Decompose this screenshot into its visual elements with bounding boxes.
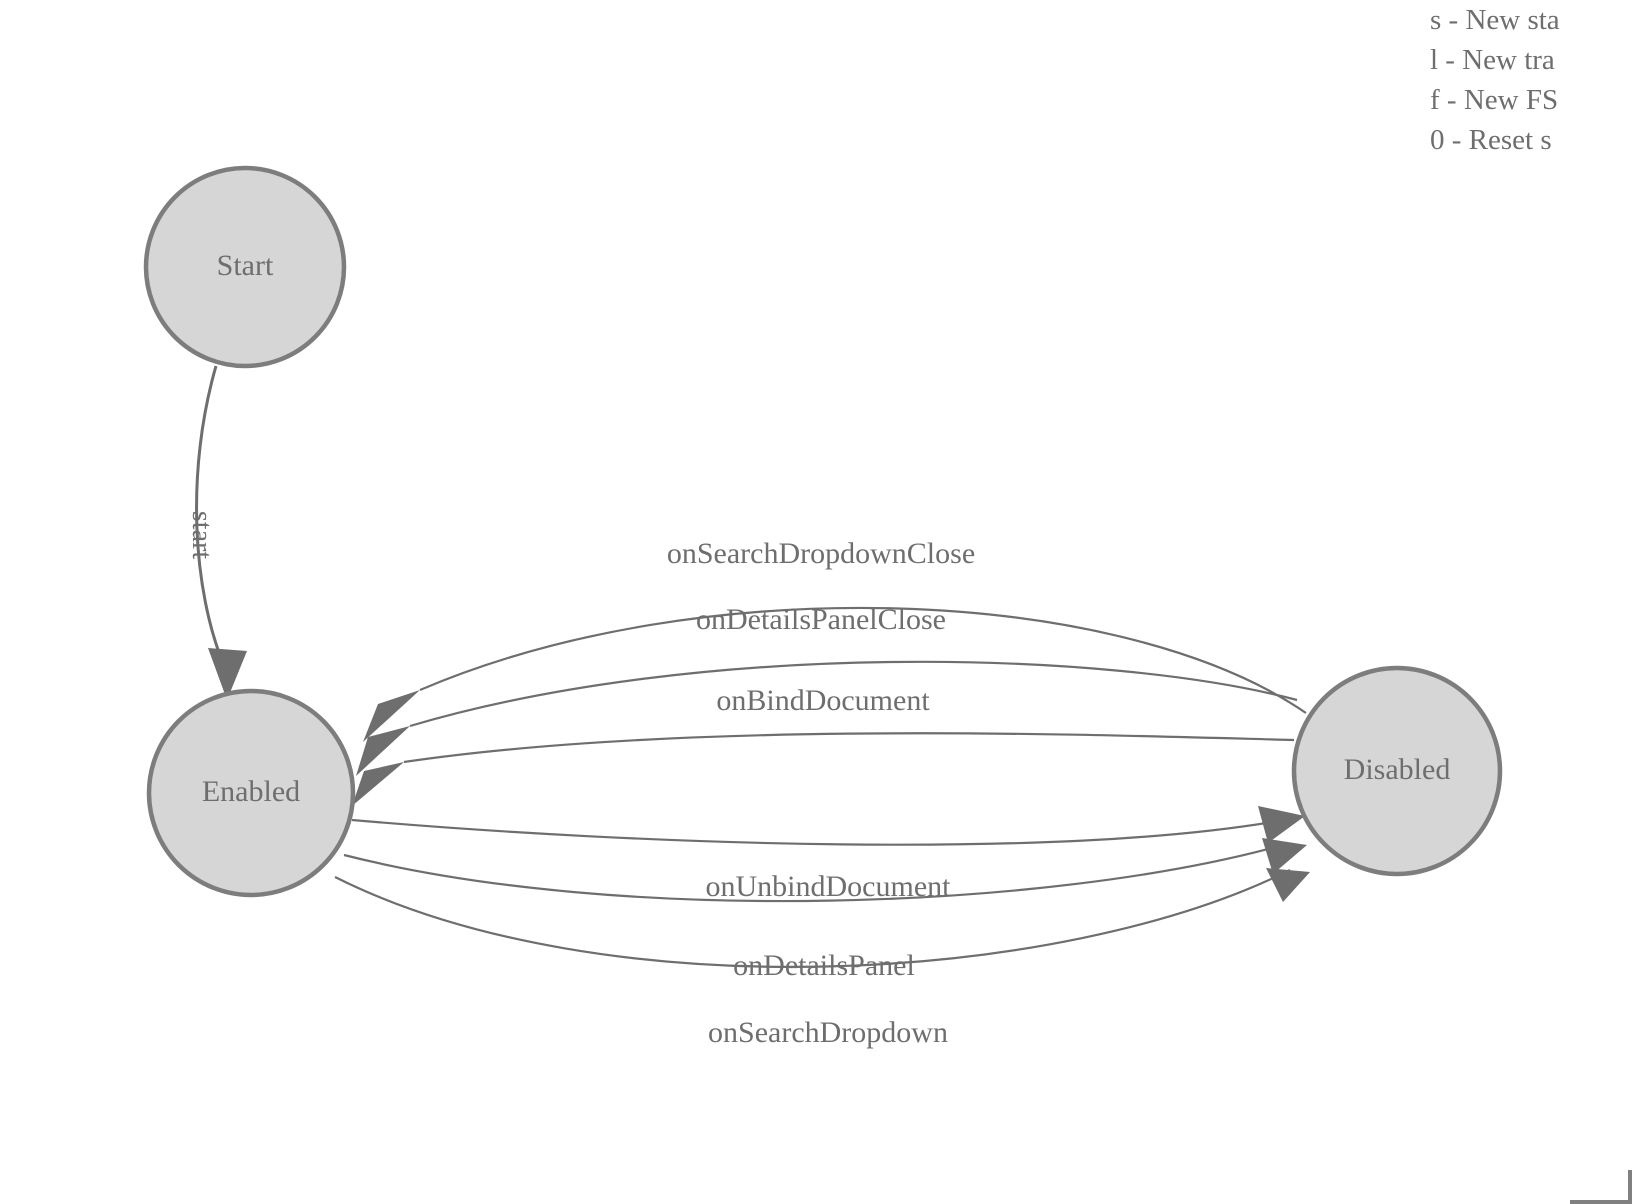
arrow-head-on-details-panel [1262,838,1307,874]
edge-group-enabled-to-disabled [334,818,1291,968]
arrow-heads-into-disabled [1258,806,1310,902]
edge-label-on-search-dropdown-close: onSearchDropdownClose [667,537,975,570]
node-disabled-circle[interactable] [1291,665,1503,877]
edge-path-on-details-panel-close[interactable] [409,660,1298,728]
edge-label-on-unbind-document: onUnbindDocument [706,870,952,903]
resize-handle[interactable] [1570,1170,1632,1204]
node-start-label: Start [217,249,274,282]
edge-path-on-details-panel[interactable] [343,843,1284,903]
edge-group-disabled-to-enabled [403,606,1307,764]
edge-label-on-search-dropdown: onSearchDropdown [708,1016,948,1049]
edge-path-on-search-dropdown-close[interactable] [419,606,1307,714]
node-start-circle[interactable] [143,165,347,369]
edge-path-start[interactable] [195,365,227,669]
node-enabled-circle[interactable] [146,688,356,898]
arrow-head-on-bind-document [352,762,404,806]
arrow-head-on-search-dropdown [1266,868,1310,902]
legend-line-new-transition: l - New tra [1430,44,1555,76]
edge-path-on-unbind-document[interactable] [351,818,1285,846]
node-disabled-label: Disabled [1344,753,1451,786]
legend-line-new-state: s - New sta [1430,4,1560,36]
edge-path-on-search-dropdown[interactable] [334,869,1291,968]
edge-label-on-bind-document: onBindDocument [716,684,930,717]
legend-line-reset: 0 - Reset s [1430,124,1552,156]
edge-label-on-details-panel: onDetailsPanel [733,949,915,982]
keyboard-shortcut-legend: s - New sta l - New tra f - New FS 0 - R… [1430,0,1632,160]
arrow-head-start-to-enabled [208,648,247,700]
arrow-head-on-unbind-document [1258,806,1305,843]
edge-path-on-bind-document[interactable] [403,732,1295,764]
arrow-head-on-details-panel-close [356,726,410,776]
node-start[interactable]: Start [143,165,347,369]
node-enabled-label: Enabled [202,775,300,808]
node-enabled[interactable]: Enabled [146,688,356,898]
edge-label-start: start [186,511,217,559]
edge-label-on-details-panel-close: onDetailsPanelClose [696,603,946,636]
arrow-head-on-search-dropdown-close [363,690,420,742]
node-disabled[interactable]: Disabled [1291,665,1503,877]
arrow-heads-into-enabled [352,690,420,806]
legend-line-new-fsm: f - New FS [1430,84,1559,116]
